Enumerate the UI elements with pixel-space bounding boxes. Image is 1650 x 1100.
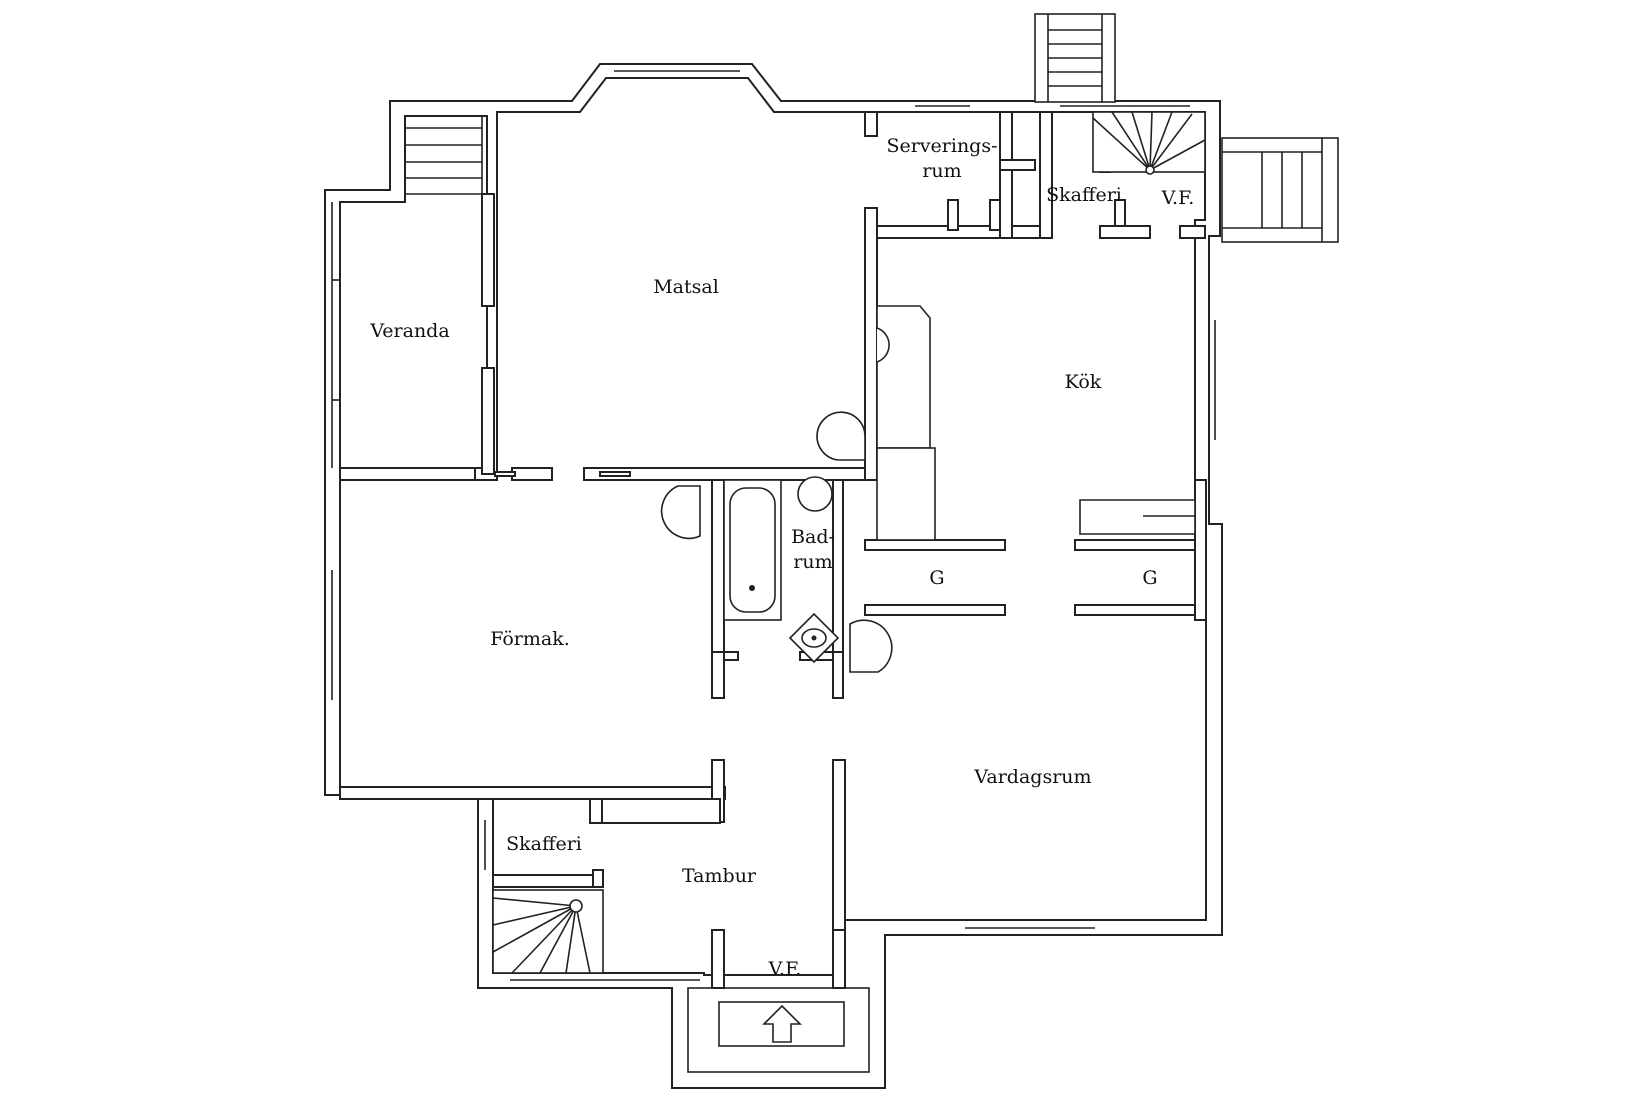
label-vf-upper: V.F. xyxy=(1161,187,1195,209)
label-badrum-2: rum xyxy=(793,551,832,573)
label-vardagsrum: Vardagsrum xyxy=(973,766,1091,788)
label-matsal: Matsal xyxy=(653,276,719,298)
drain-icon xyxy=(749,585,755,591)
kitchen-fixtures xyxy=(816,305,1196,541)
label-skafferi-upper: Skafferi xyxy=(1046,184,1122,206)
label-serveringsrum-1: Serverings- xyxy=(886,135,997,157)
arrow-up-icon xyxy=(762,1004,802,1043)
label-g-right: G xyxy=(1142,567,1157,589)
windows xyxy=(331,70,1216,981)
label-veranda: Veranda xyxy=(369,320,449,342)
room-labels: Veranda Matsal Serverings- rum Skafferi … xyxy=(369,135,1194,980)
label-serveringsrum-2: rum xyxy=(922,160,961,182)
label-formak: Förmak. xyxy=(490,628,570,650)
label-kok: Kök xyxy=(1065,371,1102,393)
entrance-porch xyxy=(687,987,870,1073)
label-vf-lower: V.F. xyxy=(768,958,802,980)
spiral-stair-upper xyxy=(1092,111,1206,175)
interior-walls xyxy=(339,111,1207,989)
bathroom-fixtures xyxy=(660,476,893,673)
label-tambur: Tambur xyxy=(682,865,757,887)
label-skafferi-lower: Skafferi xyxy=(506,833,582,855)
veranda-steps xyxy=(331,116,483,468)
label-badrum-1: Bad- xyxy=(791,526,835,548)
top-stair xyxy=(1034,13,1116,103)
right-outside-stair xyxy=(1221,137,1339,243)
spiral-stair-lower xyxy=(492,889,604,974)
label-g-left: G xyxy=(929,567,944,589)
